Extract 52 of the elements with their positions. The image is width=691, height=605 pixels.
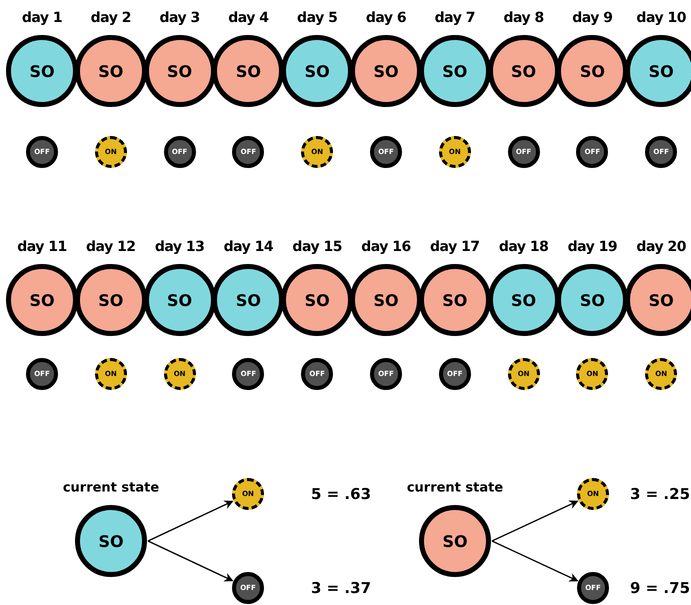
- node-label: day 7: [434, 10, 475, 26]
- node-label: day 4: [228, 10, 269, 26]
- state-circle: SO: [350, 264, 422, 336]
- arrow: [148, 540, 234, 582]
- node-label: day 8: [503, 10, 544, 26]
- node-label: day 6: [366, 10, 406, 26]
- node-label: day 17: [430, 239, 480, 255]
- state-circle: SO: [144, 35, 216, 107]
- node-label: day 18: [498, 239, 548, 255]
- node-label: day 2: [90, 10, 131, 26]
- state-circle: SO: [556, 35, 628, 107]
- node-label: current state: [62, 480, 160, 496]
- arrow: [492, 500, 578, 542]
- node-label: day 16: [361, 239, 411, 255]
- node-label: day 9: [572, 10, 613, 26]
- node-label: day 3: [159, 10, 200, 26]
- node-label: day 12: [86, 239, 136, 255]
- state-circle: SO: [212, 35, 284, 107]
- state-circle: SO: [281, 264, 354, 336]
- node-label: current state: [406, 480, 504, 496]
- state-circle: SO: [281, 35, 354, 107]
- state-circle: SO: [625, 35, 691, 107]
- node-label: day 10: [636, 10, 686, 26]
- node-label: day 5: [297, 10, 338, 26]
- node-label: day 20: [636, 239, 686, 255]
- arrow: [148, 500, 234, 542]
- node-label: day 15: [292, 239, 342, 255]
- node-label: day 19: [568, 239, 618, 255]
- state-circle: SO: [350, 35, 422, 107]
- state-circle: SO: [556, 264, 628, 336]
- state-circle: SO: [488, 35, 560, 107]
- state-circle: SO: [418, 264, 491, 336]
- node-label: 3 = .25: [630, 485, 690, 503]
- node-label: 9 = .75: [630, 579, 690, 597]
- state-circle: SO: [419, 505, 491, 577]
- state-circle: SO: [144, 264, 216, 336]
- state-circle: SO: [6, 264, 78, 336]
- node-label: 5 = .63: [310, 485, 372, 503]
- state-circle: SO: [488, 264, 560, 336]
- state-circle: SO: [625, 264, 691, 336]
- node-label: day 11: [17, 239, 67, 255]
- node-label: day 1: [22, 10, 62, 26]
- node-label: day 14: [224, 239, 274, 255]
- state-circle: SO: [74, 264, 147, 336]
- state-circle: SO: [418, 35, 491, 107]
- arrow: [492, 540, 578, 582]
- node-label: 3 = .37: [310, 579, 372, 597]
- node-label: day 13: [154, 239, 204, 255]
- state-circle: SO: [212, 264, 284, 336]
- state-circle: SO: [75, 505, 147, 577]
- state-circle: SO: [74, 35, 147, 107]
- state-circle: SO: [6, 35, 78, 107]
